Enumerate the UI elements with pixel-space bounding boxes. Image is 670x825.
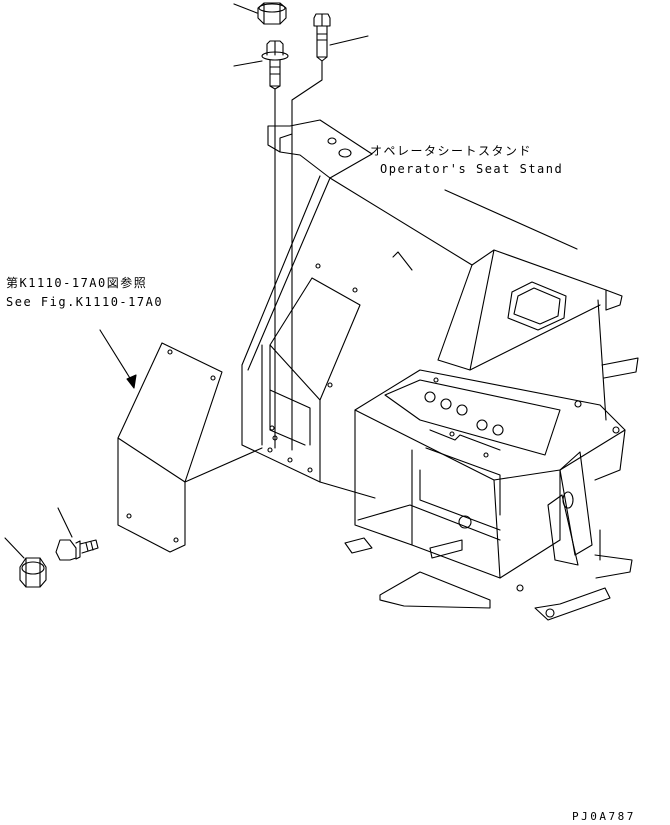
fig-ref-leader [99, 329, 134, 384]
cover-plate [117, 342, 263, 553]
top-nut-leader [233, 3, 258, 14]
flange-bolt-icon [261, 40, 289, 90]
bottom-nut-icon [19, 557, 47, 588]
flange-bolt-leader [233, 60, 263, 67]
top-nut-icon [257, 2, 287, 25]
fig-ref-label-jp: 第K1110-17A0図参照 [6, 276, 148, 290]
seat-stand-body [241, 119, 639, 621]
seat-stand-label-en: Operator's Seat Stand [380, 162, 564, 176]
drawing-code: PJ0A787 [572, 810, 636, 823]
seat-stand-leader [444, 189, 578, 250]
bolt-centerline-right [291, 60, 323, 451]
bottom-bolt-leader [57, 507, 73, 538]
fig-ref-arrowhead [126, 374, 137, 389]
bottom-nut-leader [4, 537, 25, 559]
cover-plate-assembly-line [184, 447, 263, 483]
long-bolt-leader [329, 35, 369, 46]
bottom-bolt-icon [55, 539, 99, 561]
long-bolt-icon [313, 13, 331, 62]
fig-ref-label-en: See Fig.K1110-17A0 [6, 295, 164, 309]
seat-stand-label-jp: オペレータシートスタンド [370, 144, 533, 158]
